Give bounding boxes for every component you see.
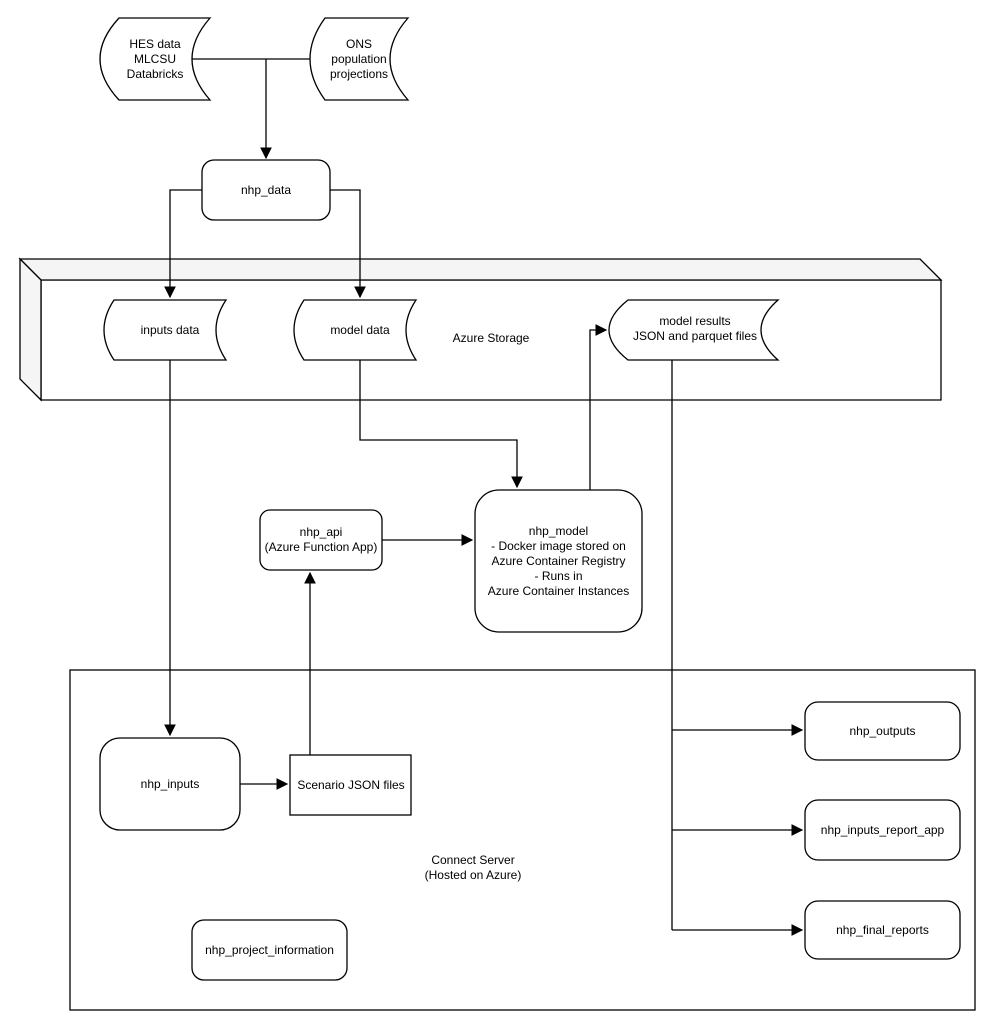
hes-label-line1: HES data xyxy=(129,36,181,51)
ons-projections-label: ONS population projections xyxy=(309,28,409,90)
nhp-api-line2: (Azure Function App) xyxy=(264,540,378,554)
connect-server-line1: Connect Server xyxy=(431,853,515,867)
inputs-data-store-shape xyxy=(103,299,228,361)
nhp-model-line3: Azure Container Registry xyxy=(491,553,626,568)
model-results-line2: JSON and parquet files xyxy=(632,329,758,343)
model-data-store-shape xyxy=(293,299,418,361)
hes-databricks-store-shape xyxy=(99,17,212,101)
nhp-project-information-box xyxy=(191,919,348,981)
scenario-json-label: Scenario JSON files xyxy=(297,777,405,792)
ons-label-line3: projections xyxy=(329,66,389,81)
nhp-inputs-report-app-box xyxy=(804,799,961,861)
connect-server-label: Connect Server (Hosted on Azure) xyxy=(398,850,548,886)
nhp-final-reports-label: nhp_final_reports xyxy=(836,922,929,937)
hes-databricks-label: HES data MLCSU Databricks xyxy=(104,28,206,90)
nhp-final-reports-box xyxy=(804,900,961,960)
model-results-label: model results JSON and parquet files xyxy=(613,298,777,360)
nhp-model-label: nhp_model - Docker image stored on Azure… xyxy=(477,492,640,630)
nhp-data-label: nhp_data xyxy=(240,182,292,197)
model-results-line1: model results xyxy=(659,314,731,328)
model-results-store-shape xyxy=(608,299,780,361)
hes-label-line3: Databricks xyxy=(126,66,184,81)
nhp-outputs-box xyxy=(804,701,961,761)
azure-storage-label: Azure Storage xyxy=(452,330,530,345)
ons-label-line2: population xyxy=(331,51,387,66)
nhp-model-line1: nhp_model xyxy=(528,523,589,538)
nhp-project-information-label: nhp_project_information xyxy=(205,942,334,957)
nhp-data-box xyxy=(201,159,331,221)
azure-storage-top-face xyxy=(18,258,943,281)
azure-storage-left-face xyxy=(19,257,42,402)
ons-projections-store-shape xyxy=(309,17,410,101)
connect-server-container xyxy=(69,669,976,1011)
edge-nhp-model-to-model-results xyxy=(589,324,608,490)
nhp-model-line5: Azure Container Instances xyxy=(487,583,630,598)
nhp-inputs-label: nhp_inputs xyxy=(140,776,200,791)
nhp-outputs-label: nhp_outputs xyxy=(849,723,916,738)
nhp-inputs-report-app-label: nhp_inputs_report_app xyxy=(820,822,945,837)
edge-model-data-to-nhp-model xyxy=(359,360,523,489)
ons-label-line1: ONS xyxy=(345,36,372,51)
connect-server-line2: (Hosted on Azure) xyxy=(424,868,522,882)
nhp-model-line2: - Docker image stored on xyxy=(491,538,626,553)
nhp-api-box xyxy=(259,509,383,571)
edge-nhp-data-to-model-data xyxy=(330,189,366,299)
nhp-api-line1: nhp_api xyxy=(299,525,343,539)
nhp-model-box xyxy=(474,489,643,633)
model-data-label: model data xyxy=(330,322,390,337)
nhp-api-label: nhp_api (Azure Function App) xyxy=(260,510,382,570)
nhp-model-line4: - Runs in xyxy=(534,568,583,583)
edge-nhp-data-to-inputs-data xyxy=(164,189,202,299)
scenario-json-box xyxy=(289,754,412,816)
inputs-data-label: inputs data xyxy=(140,322,200,337)
hes-label-line2: MLCSU xyxy=(133,51,176,66)
nhp-inputs-box xyxy=(99,737,241,831)
